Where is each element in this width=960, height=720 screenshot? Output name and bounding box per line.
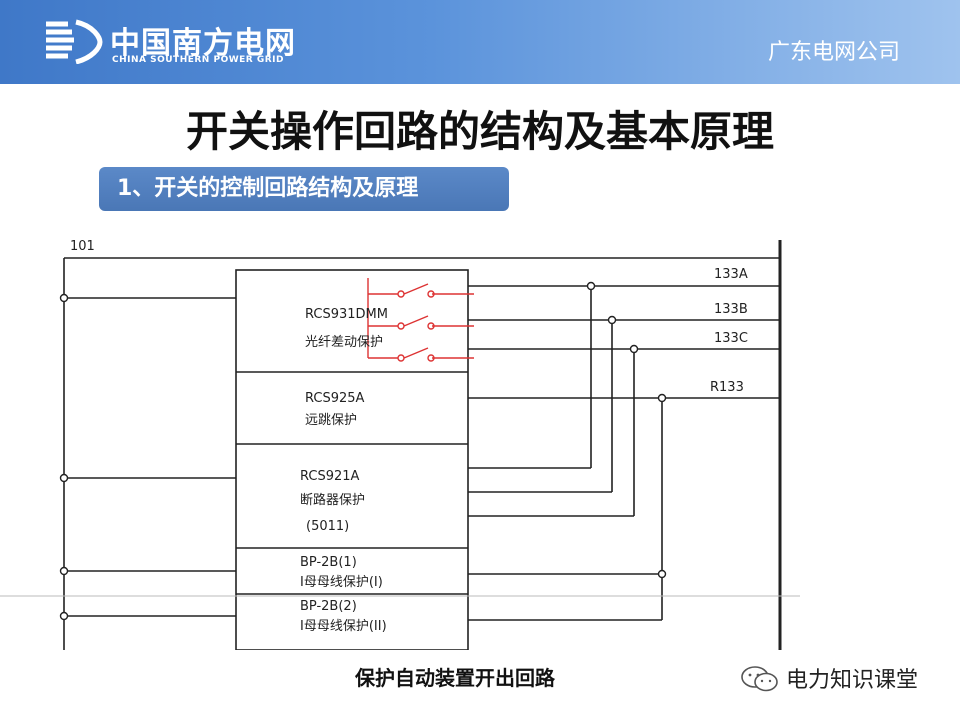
device-5-desc: I母母线保护(II): [300, 619, 387, 634]
red-contact-switches: [367, 278, 474, 362]
device-3-extra: (5011): [306, 519, 349, 534]
top-label: 101: [70, 239, 95, 254]
device-rack: [235, 269, 469, 650]
device-3-desc: 断路器保护: [300, 492, 365, 508]
section-subtitle: 1、开关的控制回路结构及原理: [99, 167, 509, 211]
device-2-model: RCS925A: [305, 391, 365, 406]
bus-label-r133: R133: [710, 380, 744, 395]
device-4-model: BP-2B(1): [300, 555, 357, 570]
slide-title: 开关操作回路的结构及基本原理: [185, 107, 774, 156]
wechat-icon: [741, 666, 778, 692]
watermark-text: 电力知识课堂: [786, 668, 919, 693]
china-southern-grid-logo-icon: [46, 19, 103, 64]
logo-chinese-name: 中国南方电网: [110, 26, 296, 61]
bus-label-133b: 133B: [714, 302, 748, 317]
logo-english-name: CHINA SOUTHERN POWER GRID: [112, 55, 284, 65]
figure-caption: 保护自动装置开出回路: [355, 666, 555, 690]
bus-label-133a: 133A: [714, 267, 748, 282]
device-1-model: RCS931DMM: [305, 307, 388, 322]
device-3-model: RCS921A: [300, 469, 360, 484]
device-5-model: BP-2B(2): [300, 599, 357, 614]
company-name: 广东电网公司: [767, 40, 900, 65]
bus-label-133c: 133C: [714, 331, 748, 346]
circuit-diagram: 101 133A 133B 133C R133 RCS931DMM 光纤差动保护…: [0, 239, 800, 650]
header-banner: 中国南方电网 CHINA SOUTHERN POWER GRID 广东电网公司: [0, 0, 960, 84]
device-2-desc: 远跳保护: [305, 413, 357, 428]
device-4-desc: I母母线保护(I): [300, 575, 383, 590]
device-1-desc: 光纤差动保护: [305, 335, 383, 350]
